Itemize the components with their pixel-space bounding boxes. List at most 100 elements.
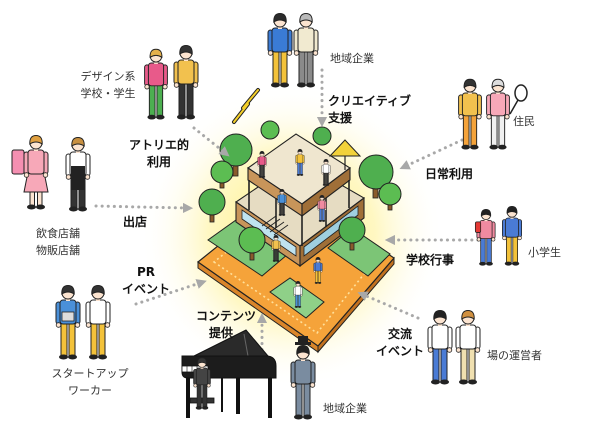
person-right-leg bbox=[326, 172, 329, 185]
person-left-leg bbox=[196, 383, 202, 408]
arrow-residents bbox=[399, 138, 464, 170]
tree bbox=[358, 154, 394, 199]
person-right-hand bbox=[302, 162, 305, 165]
person-hair bbox=[149, 48, 163, 59]
yellow-tent bbox=[328, 139, 362, 170]
person-left-leg bbox=[315, 270, 318, 283]
facility-visitor bbox=[293, 280, 303, 308]
person-torso bbox=[271, 27, 289, 53]
person-left-shoe bbox=[296, 174, 300, 176]
facility-visitor bbox=[313, 256, 323, 284]
labels: 地域企業 クリエイティブ 支援 デザイン系 学校・学生 アトリエ的 利用 飲食店… bbox=[36, 51, 561, 415]
tree bbox=[260, 120, 280, 140]
person-torso bbox=[296, 154, 304, 164]
person-torso bbox=[297, 27, 315, 53]
shops-name-line-1: 飲食店舗 bbox=[36, 226, 80, 240]
person-right-hand bbox=[504, 114, 510, 120]
startup-workers-role-line-1: PR bbox=[137, 265, 155, 279]
elementary-student-person-2 bbox=[501, 205, 523, 266]
person-left-shoe bbox=[459, 379, 468, 385]
tree-crown bbox=[338, 216, 366, 244]
person-torso bbox=[147, 62, 165, 87]
design-students-role-line-2: 利用 bbox=[147, 154, 171, 169]
lightning-bolt-icon bbox=[232, 88, 260, 124]
person-left-leg bbox=[460, 346, 468, 382]
facility-visitor bbox=[277, 188, 287, 216]
person-right-leg bbox=[280, 49, 288, 85]
person-right-shoe bbox=[440, 379, 449, 385]
resident-person-1 bbox=[458, 78, 482, 150]
person-right-leg bbox=[468, 346, 476, 382]
local-company-bottom-person bbox=[290, 336, 316, 420]
piano-leg bbox=[268, 378, 272, 418]
person-left-hand bbox=[427, 347, 434, 353]
person-right-hand bbox=[278, 248, 281, 251]
person-right-shoe bbox=[298, 306, 302, 308]
person-left-hand bbox=[85, 322, 92, 328]
design-students-role-line-1: アトリエ的 bbox=[129, 137, 189, 152]
person-right-shoe bbox=[300, 174, 304, 176]
person-hair bbox=[506, 205, 518, 214]
person-left-shoe bbox=[318, 220, 322, 222]
arrow-design-students bbox=[192, 126, 230, 157]
person-right-hand bbox=[300, 294, 303, 297]
person-hair bbox=[259, 150, 265, 155]
person-left-leg bbox=[279, 202, 282, 215]
person-right-shoe bbox=[282, 214, 286, 216]
shop-person-2 bbox=[65, 136, 91, 212]
person-hair bbox=[491, 78, 505, 89]
person-right-shoe bbox=[486, 261, 493, 266]
person-right-shoe bbox=[498, 144, 507, 150]
person-left-hand bbox=[144, 84, 150, 90]
person-right-shoe bbox=[78, 206, 87, 212]
person-left-hand bbox=[502, 235, 507, 241]
piano-leg bbox=[186, 378, 190, 418]
person-left-shoe bbox=[272, 260, 276, 262]
trees bbox=[198, 120, 402, 261]
person-hair bbox=[29, 134, 43, 145]
person-left-hand bbox=[455, 347, 462, 353]
person-right-shoe bbox=[306, 82, 315, 88]
person-left-leg bbox=[480, 236, 486, 264]
person-left-hand bbox=[257, 164, 260, 167]
startup-worker-person-2 bbox=[85, 284, 111, 360]
person-left-hand bbox=[290, 382, 297, 388]
person-right-hand bbox=[84, 174, 91, 180]
person-right-shoe bbox=[322, 220, 326, 222]
operator-person-1 bbox=[427, 309, 453, 385]
person-left-shoe bbox=[489, 144, 498, 150]
person-right-hand bbox=[284, 202, 287, 205]
person-hair bbox=[299, 12, 313, 23]
person-right-hand bbox=[286, 50, 293, 56]
person-left-shoe bbox=[504, 261, 512, 266]
piano-lid-prop bbox=[243, 333, 249, 357]
person-torso bbox=[479, 220, 493, 240]
person-left-leg bbox=[323, 172, 326, 185]
person-left-hand bbox=[271, 248, 274, 251]
person-torso bbox=[314, 262, 322, 272]
person-hair bbox=[323, 158, 329, 163]
people-layer bbox=[11, 12, 528, 420]
person-left-leg bbox=[148, 83, 156, 117]
person-right-shoe bbox=[276, 260, 280, 262]
person-right-shoe bbox=[318, 282, 322, 284]
person-left-shoe bbox=[461, 144, 470, 150]
local-company-person-1 bbox=[267, 12, 293, 88]
person-torso bbox=[322, 164, 330, 174]
person-torso bbox=[318, 200, 326, 210]
person-right-leg bbox=[440, 346, 448, 382]
lower-window-right bbox=[303, 205, 359, 257]
person-right-shoe bbox=[262, 176, 266, 178]
person-hair bbox=[273, 234, 279, 239]
person-hair bbox=[296, 344, 310, 355]
person-right-hand bbox=[312, 50, 319, 56]
elementary-students-name: 小学生 bbox=[528, 245, 561, 259]
person-left-leg bbox=[295, 294, 298, 307]
person-right-leg bbox=[68, 321, 76, 357]
person-torso bbox=[278, 194, 286, 204]
person-torso bbox=[461, 92, 479, 117]
person-right-hand bbox=[324, 208, 327, 211]
startup-workers-name-line-2: ワーカー bbox=[68, 384, 112, 397]
piano-leg bbox=[236, 378, 240, 414]
person-left-shoe bbox=[294, 414, 303, 420]
